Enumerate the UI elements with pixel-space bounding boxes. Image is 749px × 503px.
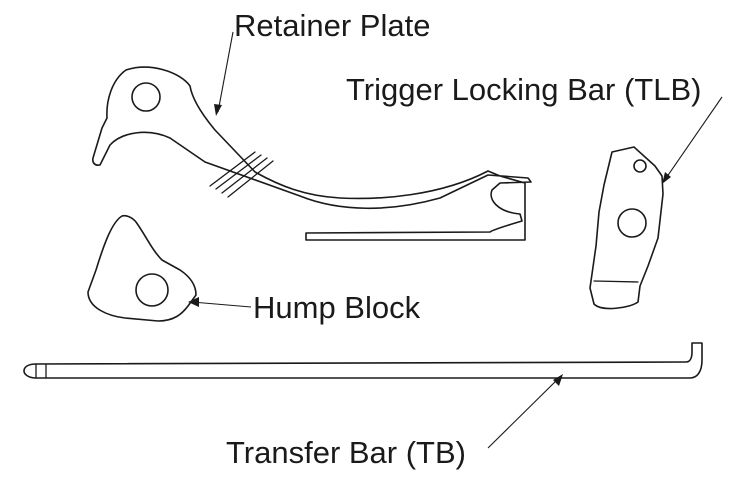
- retainer-plate-leader: [214, 31, 234, 116]
- tlb-large-hole: [617, 208, 647, 238]
- retainer-plate-hole: [131, 82, 161, 112]
- hump-block-leader: [188, 297, 252, 308]
- transfer-bar-leader: [487, 374, 563, 449]
- trigger-locking-bar-part: [589, 146, 664, 310]
- transfer-bar-label: Transfer Bar (TB): [226, 435, 466, 470]
- tlb-leader: [662, 96, 723, 184]
- hump-block-label: Hump Block: [253, 290, 421, 325]
- transfer-bar-part: [23, 342, 703, 379]
- retainer-plate-knurl: [209, 151, 274, 198]
- trigger-locking-bar-label: Trigger Locking Bar (TLB): [346, 72, 701, 107]
- retainer-plate-part: [92, 66, 532, 241]
- retainer-plate-label: Retainer Plate: [234, 8, 430, 43]
- tlb-small-hole: [633, 159, 647, 173]
- hump-block-hole: [135, 273, 169, 307]
- hump-block-part: [87, 214, 197, 322]
